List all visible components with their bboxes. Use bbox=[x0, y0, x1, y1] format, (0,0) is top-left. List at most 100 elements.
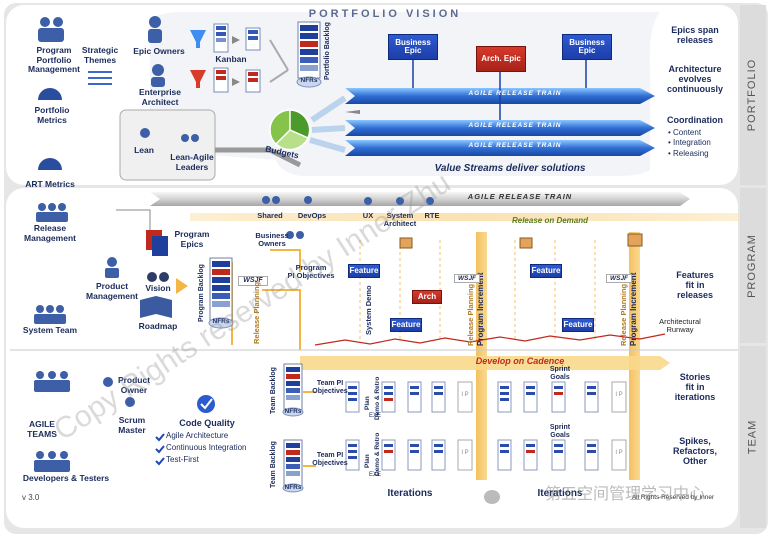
value-stream-arrow-2 bbox=[345, 120, 655, 136]
release-management-label: Release Management bbox=[24, 223, 76, 243]
portfolio-backlog-label: Portfolio Backlog bbox=[324, 22, 331, 80]
program-wsjf-label: WSJF bbox=[238, 276, 268, 286]
team-backlog-label-2: Team Backlog bbox=[270, 441, 277, 488]
feature-box-2: Feature bbox=[390, 318, 422, 332]
budgets-pie-icon bbox=[269, 109, 311, 151]
team-backlog-label-1: Team Backlog bbox=[270, 367, 277, 414]
plan-label-1: Plan bbox=[364, 396, 371, 410]
agile-teams-label: AGILE TEAMS bbox=[27, 419, 57, 439]
developers-testers-label: Developers & Testers bbox=[22, 473, 110, 483]
program-nfrs-label: NFRs bbox=[212, 318, 230, 325]
sprint-goals-label-1: Sprint Goals bbox=[549, 366, 571, 381]
team-pi-objectives-label-1: Team PI Objectives bbox=[312, 380, 348, 395]
epic-connectors bbox=[412, 58, 587, 120]
develop-on-cadence-label: Develop on Cadence bbox=[475, 356, 565, 366]
system-demo-label: System Demo bbox=[364, 285, 373, 335]
business-owners-label: Business Owners bbox=[255, 231, 289, 249]
value-streams-text: Value Streams deliver solutions bbox=[434, 163, 586, 174]
lean-agile-leaders-label: Lean-Agile Leaders bbox=[170, 152, 214, 172]
product-management-label: Product Management bbox=[86, 281, 138, 301]
product-owner-label: Product Owner bbox=[117, 375, 151, 395]
rights-small-text: All Rights Reserved by Inner bbox=[618, 494, 728, 502]
program-epics-icon bbox=[146, 230, 168, 256]
program-increment-label-2: Program Increment bbox=[629, 272, 638, 346]
metric-gauge-icons bbox=[38, 88, 62, 170]
wsjf-label-2: WSJF bbox=[454, 274, 480, 284]
program-lane-bar bbox=[740, 188, 766, 343]
portfolio-lane: PORTFOLIO bbox=[746, 58, 758, 132]
train-role-devops: DevOps bbox=[297, 211, 327, 220]
lean-label: Lean bbox=[134, 145, 154, 155]
people-icons bbox=[34, 16, 434, 472]
brand-cn-text: 第五空间管理学习中心 bbox=[544, 486, 705, 503]
vision-label: Vision bbox=[145, 283, 171, 293]
ip-label-1: I P bbox=[461, 392, 469, 398]
team-nfrs-label-2: NFRs bbox=[284, 484, 302, 491]
code-quality-title: Code Quality bbox=[179, 418, 235, 428]
runway-line bbox=[314, 333, 666, 346]
sprint-goals-label-2: Sprint Goals bbox=[549, 424, 571, 439]
strategic-themes-label: Strategic Themes bbox=[81, 45, 119, 65]
value-stream-arrow-3 bbox=[345, 140, 655, 156]
architectural-runway-label: Architectural Runway bbox=[659, 317, 701, 335]
art-label-3: AGILE RELEASE TRAIN bbox=[468, 142, 562, 149]
program-lane: PROGRAM bbox=[746, 233, 758, 298]
exe-label-1: EXE bbox=[368, 413, 381, 419]
exe-label-2: EXE bbox=[368, 472, 381, 478]
portfolio-lane-bar bbox=[740, 5, 766, 185]
ip-boxes bbox=[457, 381, 627, 471]
release-band bbox=[190, 213, 740, 221]
team-lane-bar bbox=[740, 346, 766, 528]
stories-note: Stories fit in iterations bbox=[674, 372, 716, 403]
binoculars-icon bbox=[147, 272, 169, 282]
system-team-label: System Team bbox=[22, 325, 78, 335]
coordination-list: • Content • Integration • Releasing bbox=[668, 128, 738, 159]
ip-label-3: I P bbox=[461, 450, 469, 456]
program-backlog-icon bbox=[208, 257, 234, 329]
ip-label-4: I P bbox=[615, 450, 623, 456]
release-on-demand-label: Release on Demand bbox=[511, 216, 589, 225]
epics-span-note: Epics span releases bbox=[671, 25, 719, 46]
art-metrics-label: ART Metrics bbox=[25, 179, 75, 189]
sprint-boards-row-2 bbox=[345, 439, 599, 471]
roadmap-label: Roadmap bbox=[138, 321, 178, 331]
train-role-system-architect: System Architect bbox=[383, 211, 417, 229]
scrum-master-label: Scrum Master bbox=[118, 415, 146, 435]
sprint-board-fills bbox=[348, 386, 596, 459]
feature-box-3: Feature bbox=[530, 264, 562, 278]
code-quality-badge-icon bbox=[197, 395, 215, 413]
checkmark-icons bbox=[155, 433, 165, 466]
version-label: v 3.0 bbox=[22, 493, 40, 502]
train-role-shared: Shared bbox=[257, 211, 283, 220]
team-backlog-2 bbox=[282, 439, 304, 493]
program-portfolio-management-label: Program Portfolio Management bbox=[28, 45, 80, 75]
team-pi-objectives-label-2: Team PI Objectives bbox=[312, 452, 348, 467]
enterprise-architect-label: Enterprise Architect bbox=[138, 87, 182, 107]
wechat-icon bbox=[484, 490, 500, 504]
code-quality-item-1: Agile Architecture bbox=[166, 431, 229, 440]
program-epics-label: Program Epics bbox=[174, 229, 210, 249]
code-quality-item-2: Continuous Integration bbox=[166, 443, 247, 452]
release-planning-label-3: Release Planning bbox=[619, 283, 628, 346]
lean-connector bbox=[215, 147, 302, 168]
ip-label-2: I P bbox=[615, 392, 623, 398]
coordination-item-content: • Content bbox=[668, 128, 702, 137]
feature-box-4: Feature bbox=[562, 318, 594, 332]
portfolio-vision-title: PORTFOLIO VISION bbox=[308, 8, 462, 20]
feature-box-1: Feature bbox=[348, 264, 380, 278]
arch-epic: Arch. Epic bbox=[476, 46, 526, 72]
program-art-bar bbox=[150, 192, 690, 206]
coordination-title: Coordination bbox=[667, 115, 723, 125]
art-label-2: AGILE RELEASE TRAIN bbox=[468, 122, 562, 129]
code-quality-item-3: Test-First bbox=[166, 455, 199, 464]
team-backlog-1 bbox=[282, 363, 304, 417]
plan-label-2: Plan bbox=[364, 454, 371, 468]
program-pi-objectives-label: Program PI Objectives bbox=[287, 263, 335, 281]
strategic-themes-lines bbox=[88, 71, 112, 85]
team-nfrs-label-1: NFRs bbox=[284, 408, 302, 415]
iterations-label-1: Iterations bbox=[387, 488, 433, 499]
iterations-label-2: Iterations bbox=[537, 488, 583, 499]
portfolio-nfrs-label: NFRs bbox=[300, 77, 318, 84]
